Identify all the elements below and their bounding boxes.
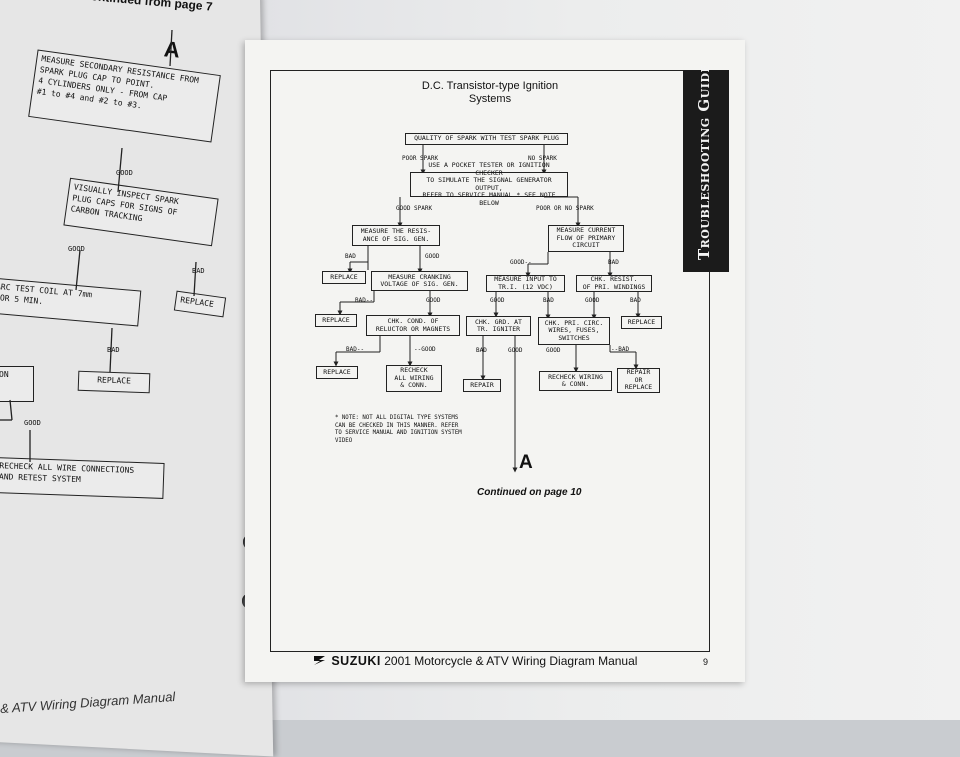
note-digital-systems: * NOTE: NOT ALL DIGITAL TYPE SYSTEMS CAN… (335, 415, 462, 444)
flow-label-good: GOOD (425, 253, 440, 260)
flow-recheck-all-wiring: RECHECK ALL WIRING & CONN. (386, 365, 442, 392)
left-box-fragment: ON (0, 366, 34, 402)
footer-brand: SUZUKI (331, 654, 381, 668)
flow-label-bad-dash2: --BAD (611, 346, 630, 353)
flow-chk-pri-circ: CHK. PRI. CIRC. WIRES, FUSES, SWITCHES (538, 317, 610, 345)
flow-label-good: GOOD (426, 297, 441, 304)
flow-label-good: GOOD (546, 347, 561, 354)
left-page-connectors (0, 29, 197, 462)
flow-use-pocket-tester: USE A POCKET TESTER OR IGNITION CHECKER … (410, 161, 568, 206)
flow-label-bad: BAD (543, 297, 554, 304)
page-title-line2: Systems (468, 93, 512, 105)
right-page (245, 40, 745, 682)
flow-label-poor-or-no-spark: POOR OR NO SPARK (536, 205, 594, 212)
page-title-line1: D.C. Transistor-type Ignition (421, 80, 559, 92)
flow-label-bad: BAD (608, 259, 619, 266)
flowchart-connectors (333, 145, 641, 473)
flow-measure-resistance: MEASURE THE RESIS- ANCE OF SIG. GEN. (352, 225, 440, 246)
connector-a: A (519, 452, 533, 473)
left-label-bad-2: BAD (107, 346, 120, 354)
flow-replace-4: REPLACE (316, 366, 358, 379)
left-label-good-2: GOOD (68, 245, 85, 253)
flow-chk-resist: CHK. RESIST. OF PRI. WINDINGS (576, 275, 652, 292)
left-label-bad-1: BAD (192, 267, 205, 275)
flow-replace-1: REPLACE (322, 271, 366, 284)
flow-label-poor-spark: POOR SPARK (402, 155, 439, 162)
footer-title: 2001 Motorcycle & ATV Wiring Diagram Man… (384, 654, 638, 668)
page-footer: SUZUKI 2001 Motorcycle & ATV Wiring Diag… (313, 654, 637, 668)
page-frame (270, 70, 710, 652)
flow-quality-of-spark: QUALITY OF SPARK WITH TEST SPARK PLUG (405, 133, 568, 145)
left-label-good-1: GOOD (116, 169, 133, 177)
flow-label-good: GOOD (585, 297, 600, 304)
continued-on-page: Continued on page 10 (477, 487, 582, 498)
section-tab (683, 70, 729, 272)
left-label-good-3: GOOD (24, 419, 41, 427)
flow-measure-input: MEASURE INPUT TO TR.I. (12 VDC) (486, 275, 565, 292)
flow-label-no-spark: NO SPARK (528, 155, 557, 162)
suzuki-logo-icon (313, 655, 326, 666)
flow-chk-cond: CHK. COND. OF RELUCTOR OR MAGNETS (366, 315, 460, 336)
flow-label-good: GOOD (490, 297, 505, 304)
flow-label-bad: BAD (630, 297, 641, 304)
flow-label-bad-dash: BAD-- (355, 297, 374, 304)
flow-chk-grd: CHK. GRD. AT TR. IGNITER (466, 316, 531, 336)
page-number: 9 (703, 657, 709, 667)
flow-label-good-dash2: --GOOD (414, 346, 436, 353)
flow-label-good-dash: GOOD-- (510, 259, 532, 266)
flow-replace-2: REPLACE (315, 314, 357, 327)
flow-label-good-spark: GOOD SPARK (396, 205, 433, 212)
flow-label-good: GOOD (508, 347, 523, 354)
flow-recheck-wiring: RECHECK WIRING & CONN. (539, 371, 612, 391)
flow-label-bad: BAD (345, 253, 356, 260)
flow-label-bad-dash: BAD-- (346, 346, 365, 353)
flow-measure-current: MEASURE CURRENT FLOW OF PRIMARY CIRCUIT (548, 225, 624, 252)
flow-replace-3: REPLACE (621, 316, 662, 329)
page-title: D.C. Transistor-type Ignition Systems (395, 80, 585, 106)
flow-measure-cranking: MEASURE CRANKING VOLTAGE OF SIG. GEN. (371, 271, 468, 291)
flow-repair-or-replace: REPAIR OR REPLACE (617, 368, 660, 393)
flow-label-bad: BAD (476, 347, 487, 354)
flow-repair: REPAIR (463, 379, 501, 392)
